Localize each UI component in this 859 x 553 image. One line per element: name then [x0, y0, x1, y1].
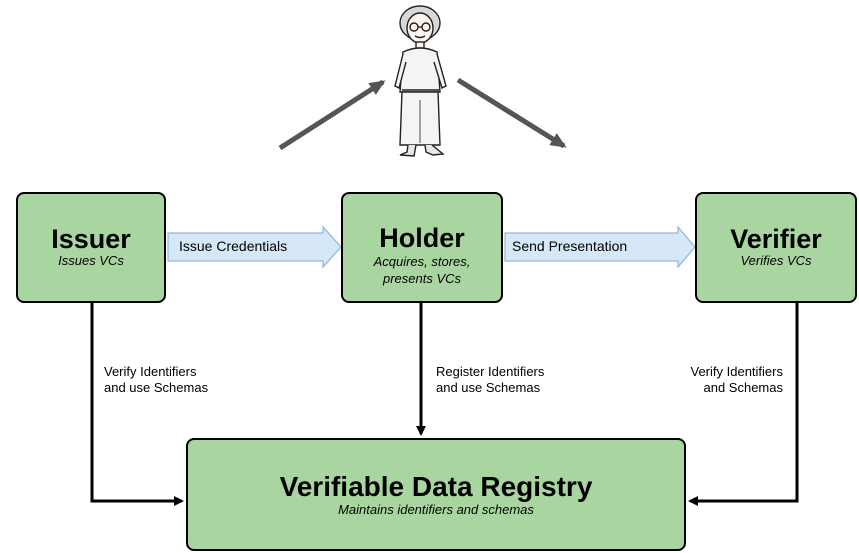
verifier-to-registry-connector	[688, 303, 799, 506]
verifier-registry-label-line1: Verify Identifiers	[690, 364, 784, 379]
issuer-registry-label-line1: Verify Identifiers	[104, 364, 197, 379]
issue-credentials-arrow	[167, 225, 342, 269]
registry-box: Verifiable Data Registry Maintains ident…	[186, 438, 686, 551]
issue-credentials-label: Issue Credentials	[179, 238, 288, 254]
verifier-subtitle: Verifies VCs	[740, 253, 812, 268]
verifier-registry-label: Verify Identifiers and Schemas	[622, 364, 784, 396]
holder-box: Holder Acquires, stores, presents VCs	[341, 192, 503, 303]
holder-title: Holder	[379, 223, 465, 253]
verifier-registry-label-line2: and Schemas	[703, 380, 784, 395]
arrow-from-person	[456, 77, 567, 149]
issuer-title: Issuer	[51, 224, 131, 254]
holder-subtitle-line1: Acquires, stores,	[373, 254, 471, 269]
verifier-title: Verifier	[730, 224, 822, 254]
woman-figure-icon	[394, 5, 447, 157]
arrow-to-person	[278, 79, 386, 151]
issuer-registry-label: Verify Identifiers and use Schemas	[104, 364, 208, 396]
issuer-to-registry-connector	[90, 303, 184, 506]
issuer-subtitle: Issues VCs	[58, 253, 124, 268]
send-presentation-arrow	[504, 225, 696, 269]
send-presentation-label: Send Presentation	[512, 238, 628, 254]
verifier-box: Verifier Verifies VCs	[695, 192, 857, 303]
registry-subtitle: Maintains identifiers and schemas	[338, 502, 534, 517]
issuer-registry-label-line2: and use Schemas	[104, 380, 209, 395]
holder-subtitle-line2: presents VCs	[382, 271, 462, 286]
holder-registry-label-line1: Register Identifiers	[436, 364, 545, 379]
holder-registry-label: Register Identifiers and use Schemas	[436, 364, 544, 396]
issuer-box: Issuer Issues VCs	[16, 192, 166, 303]
registry-title: Verifiable Data Registry	[279, 471, 593, 502]
holder-registry-label-line2: and use Schemas	[436, 380, 541, 395]
